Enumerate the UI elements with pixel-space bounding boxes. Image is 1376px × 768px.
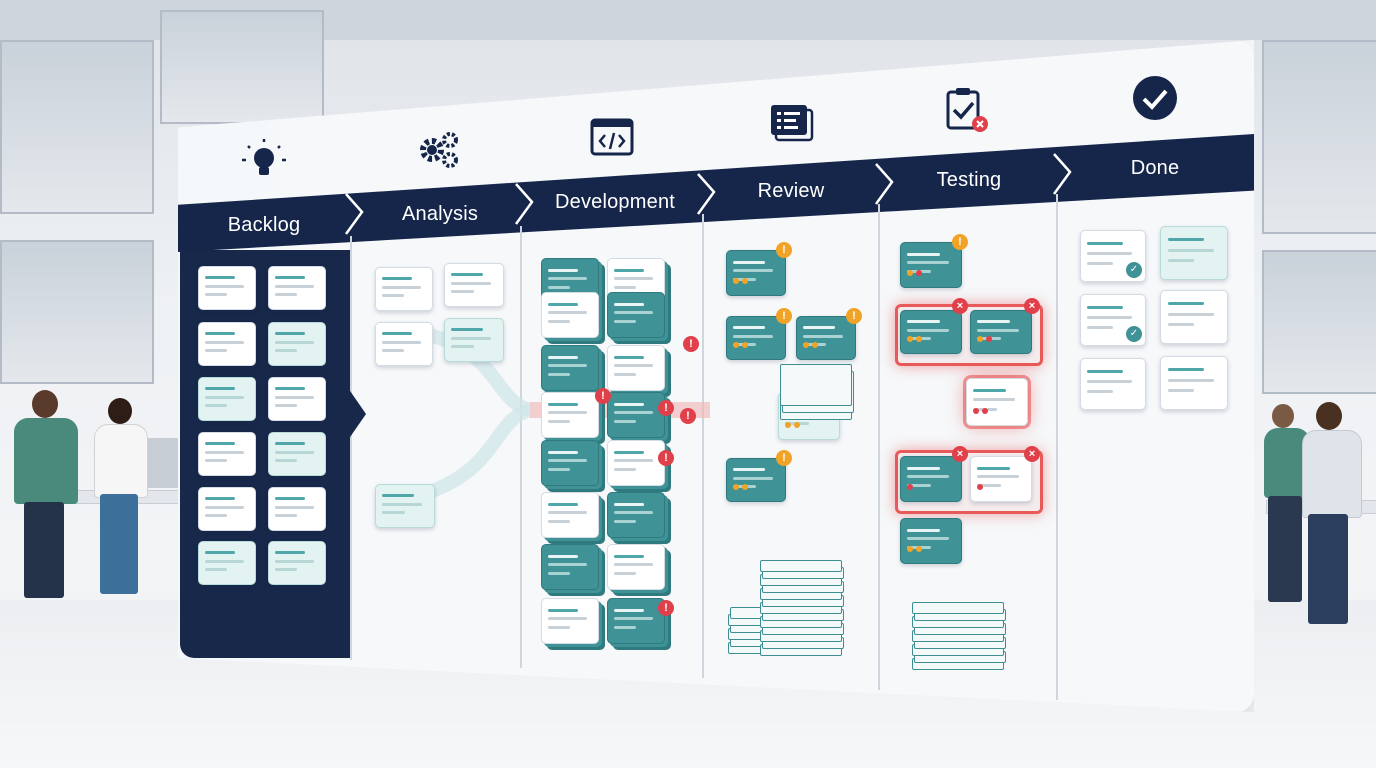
task-card[interactable] [541, 544, 599, 590]
column-divider [878, 204, 880, 690]
task-card[interactable] [375, 322, 433, 366]
alert-badge-icon: ! [776, 242, 792, 258]
window-left [0, 40, 154, 214]
task-card[interactable] [444, 318, 504, 362]
error-badge-icon: × [952, 298, 968, 314]
error-badge-icon: × [1024, 298, 1040, 314]
task-card[interactable] [607, 440, 665, 486]
task-card[interactable] [607, 492, 665, 538]
window-right [1262, 40, 1376, 234]
task-card[interactable] [607, 292, 665, 338]
task-card[interactable] [607, 598, 665, 644]
task-card[interactable] [375, 267, 433, 311]
error-badge-icon: × [952, 446, 968, 462]
task-card[interactable] [541, 440, 599, 486]
alert-badge-icon: ! [658, 400, 674, 416]
alert-badge-icon: ! [683, 336, 699, 352]
chevron-right-icon [1052, 153, 1072, 195]
alert-badge-icon: ! [680, 408, 696, 424]
clipboard-check-icon [946, 88, 988, 132]
window-top [160, 10, 324, 124]
task-card[interactable] [607, 392, 665, 438]
task-card[interactable] [1160, 356, 1228, 410]
task-card[interactable] [607, 345, 665, 391]
task-card[interactable] [444, 263, 504, 307]
column-label-testing[interactable]: Testing [936, 169, 1002, 191]
alert-badge-icon: ! [776, 308, 792, 324]
task-card[interactable] [198, 541, 256, 585]
task-card[interactable] [198, 487, 256, 531]
column-label-analysis[interactable]: Analysis [401, 203, 479, 225]
task-card[interactable] [541, 598, 599, 644]
task-card[interactable] [900, 242, 962, 288]
column-divider [520, 226, 522, 668]
task-card[interactable] [966, 378, 1028, 426]
task-card[interactable] [268, 266, 326, 310]
lightbulb-icon [242, 139, 286, 175]
done-check-icon: ✓ [1126, 262, 1142, 278]
task-card[interactable] [198, 377, 256, 421]
review-stack-tall [760, 560, 842, 572]
alert-badge-icon: ! [846, 308, 862, 324]
task-card[interactable] [1080, 358, 1146, 410]
column-label-development[interactable]: Development [554, 191, 676, 213]
task-card[interactable] [970, 310, 1032, 354]
task-card[interactable] [726, 458, 786, 502]
done-check-icon: ✓ [1126, 326, 1142, 342]
column-label-done[interactable]: Done [1130, 157, 1180, 179]
window-left-lower [0, 240, 154, 384]
chevron-right-icon [344, 193, 364, 235]
error-badge-icon: × [1024, 446, 1040, 462]
task-card[interactable] [900, 310, 962, 354]
review-card-stack [780, 364, 852, 406]
chevron-right-icon [696, 173, 716, 215]
checkmark-circle-icon [1133, 76, 1177, 120]
gears-icon [420, 132, 458, 168]
task-card[interactable] [726, 316, 786, 360]
task-card[interactable] [541, 292, 599, 338]
task-card[interactable] [268, 377, 326, 421]
task-card[interactable] [268, 322, 326, 366]
window-right-lower [1262, 250, 1376, 394]
column-label-backlog[interactable]: Backlog [227, 214, 301, 236]
review-list-icon [771, 105, 814, 142]
task-card[interactable] [268, 541, 326, 585]
task-card[interactable] [796, 316, 856, 360]
column-divider [702, 214, 704, 678]
task-card[interactable] [375, 484, 435, 528]
task-card[interactable] [268, 487, 326, 531]
task-card[interactable] [900, 518, 962, 564]
alert-badge-icon: ! [658, 450, 674, 466]
task-card[interactable] [198, 266, 256, 310]
task-card[interactable] [198, 432, 256, 476]
chevron-right-icon [874, 163, 894, 205]
task-card[interactable] [198, 322, 256, 366]
task-card[interactable] [1160, 226, 1228, 280]
alert-badge-icon: ! [658, 600, 674, 616]
task-card[interactable] [970, 456, 1032, 502]
column-divider [350, 236, 352, 660]
task-card[interactable] [1160, 290, 1228, 344]
column-divider [1056, 194, 1058, 700]
column-label-review[interactable]: Review [757, 180, 825, 202]
task-card[interactable] [900, 456, 962, 502]
alert-badge-icon: ! [595, 388, 611, 404]
backlog-arrow [348, 388, 366, 440]
task-card[interactable] [268, 432, 326, 476]
alert-badge-icon: ! [952, 234, 968, 250]
task-card[interactable] [607, 544, 665, 590]
alert-badge-icon: ! [776, 450, 792, 466]
code-window-icon [590, 118, 634, 156]
task-card[interactable] [541, 345, 599, 391]
task-card[interactable] [541, 392, 599, 438]
testing-stack [912, 602, 1004, 614]
chevron-right-icon [514, 183, 534, 225]
task-card[interactable] [541, 492, 599, 538]
task-card[interactable] [726, 250, 786, 296]
